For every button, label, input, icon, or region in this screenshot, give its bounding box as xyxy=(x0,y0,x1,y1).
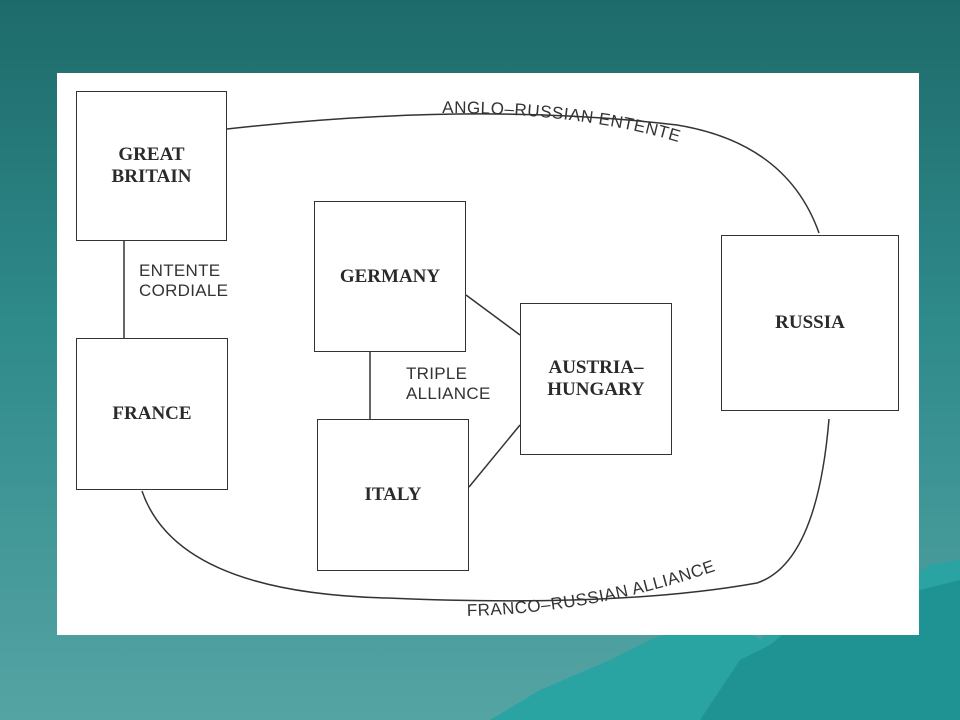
austria-hungary-line-2: HUNGARY xyxy=(547,379,645,400)
anglo-russian-label: ANGLO–RUSSIAN ENTENTE xyxy=(442,98,683,146)
node-italy: ITALY xyxy=(317,419,469,571)
russia-label: RUSSIA xyxy=(775,312,845,334)
great-britain-line-1: GREAT xyxy=(118,144,185,166)
connections: ANGLO–RUSSIAN ENTENTE FRANCO–RUSSIAN ALL… xyxy=(123,98,830,620)
germany-austria-line xyxy=(465,294,521,336)
italy-label: ITALY xyxy=(364,484,422,506)
node-germany: GERMANY xyxy=(314,201,466,352)
italy-austria-line xyxy=(468,424,521,488)
great-britain-line-2: BRITAIN xyxy=(111,166,192,187)
node-great-britain: GREAT BRITAIN xyxy=(76,91,227,241)
entente-cordiale-label: ENTENTE CORDIALE xyxy=(139,261,228,302)
node-france: FRANCE xyxy=(76,338,228,490)
germany-label: GERMANY xyxy=(339,265,441,287)
triple-alliance-line-1: TRIPLE xyxy=(406,364,468,383)
franco-russian-curve xyxy=(141,418,830,602)
node-austria-hungary: AUSTRIA– HUNGARY xyxy=(520,303,672,455)
triple-alliance-line-2: ALLIANCE xyxy=(406,384,491,404)
triple-alliance-label: TRIPLE ALLIANCE xyxy=(406,364,491,405)
node-russia: RUSSIA xyxy=(721,235,899,411)
austria-hungary-line-1: AUSTRIA– xyxy=(548,357,644,379)
diagram-panel: ANGLO–RUSSIAN ENTENTE FRANCO–RUSSIAN ALL… xyxy=(57,73,919,635)
france-label: FRANCE xyxy=(112,403,192,425)
franco-russian-label: FRANCO–RUSSIAN ALLIANCE xyxy=(467,556,718,620)
entente-cordiale-line-2: CORDIALE xyxy=(139,281,229,301)
entente-cordiale-line-1: ENTENTE xyxy=(139,261,221,280)
